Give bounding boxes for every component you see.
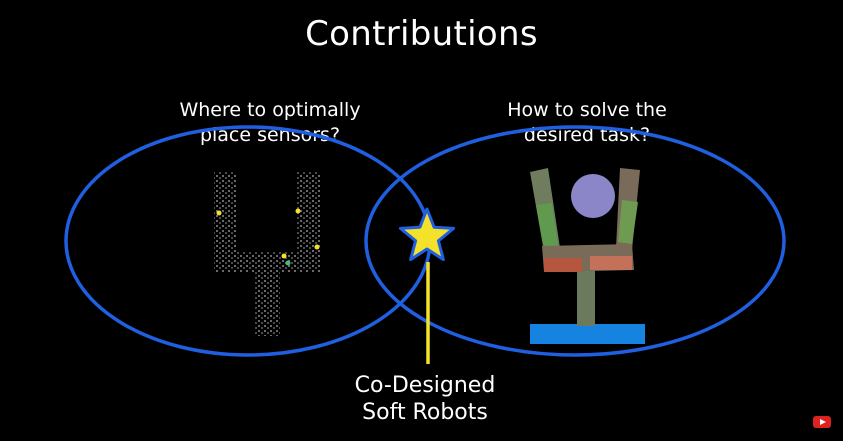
star-icon (398, 207, 456, 262)
sensor-robot-pointcloud (214, 172, 320, 336)
robot-left-arm-segment (536, 203, 558, 250)
right-question-line-1: How to solve the (507, 99, 667, 121)
pointcloud-base (214, 252, 320, 272)
task-robot (530, 168, 645, 344)
pointcloud-stem (254, 272, 280, 336)
robot-stem (577, 268, 595, 326)
bottom-label-line-2: Soft Robots (362, 400, 488, 425)
sensor-point (285, 260, 291, 266)
robot-base-segment (544, 258, 582, 272)
pointcloud-left-arm (214, 172, 236, 264)
left-question-line-2: place sensors? (199, 124, 341, 146)
left-ellipse (64, 125, 432, 357)
bottom-label: Co-Designed Soft Robots (320, 372, 530, 426)
target-ball (571, 174, 615, 218)
youtube-icon[interactable] (811, 411, 833, 433)
pointcloud-right-arm (296, 172, 320, 264)
sensor-point (216, 210, 222, 216)
left-question-line-1: Where to optimally (179, 99, 361, 121)
sensor-point (314, 244, 320, 250)
robot-base-segment (590, 256, 632, 270)
ground-platform (530, 324, 645, 344)
right-ellipse (364, 125, 786, 357)
left-question: Where to optimally place sensors? (150, 98, 390, 148)
sensor-point (295, 208, 301, 214)
robot-right-arm-segment (618, 200, 638, 244)
slide-title: Contributions (305, 14, 538, 54)
sensor-point (281, 253, 287, 259)
bottom-label-line-1: Co-Designed (354, 373, 496, 398)
